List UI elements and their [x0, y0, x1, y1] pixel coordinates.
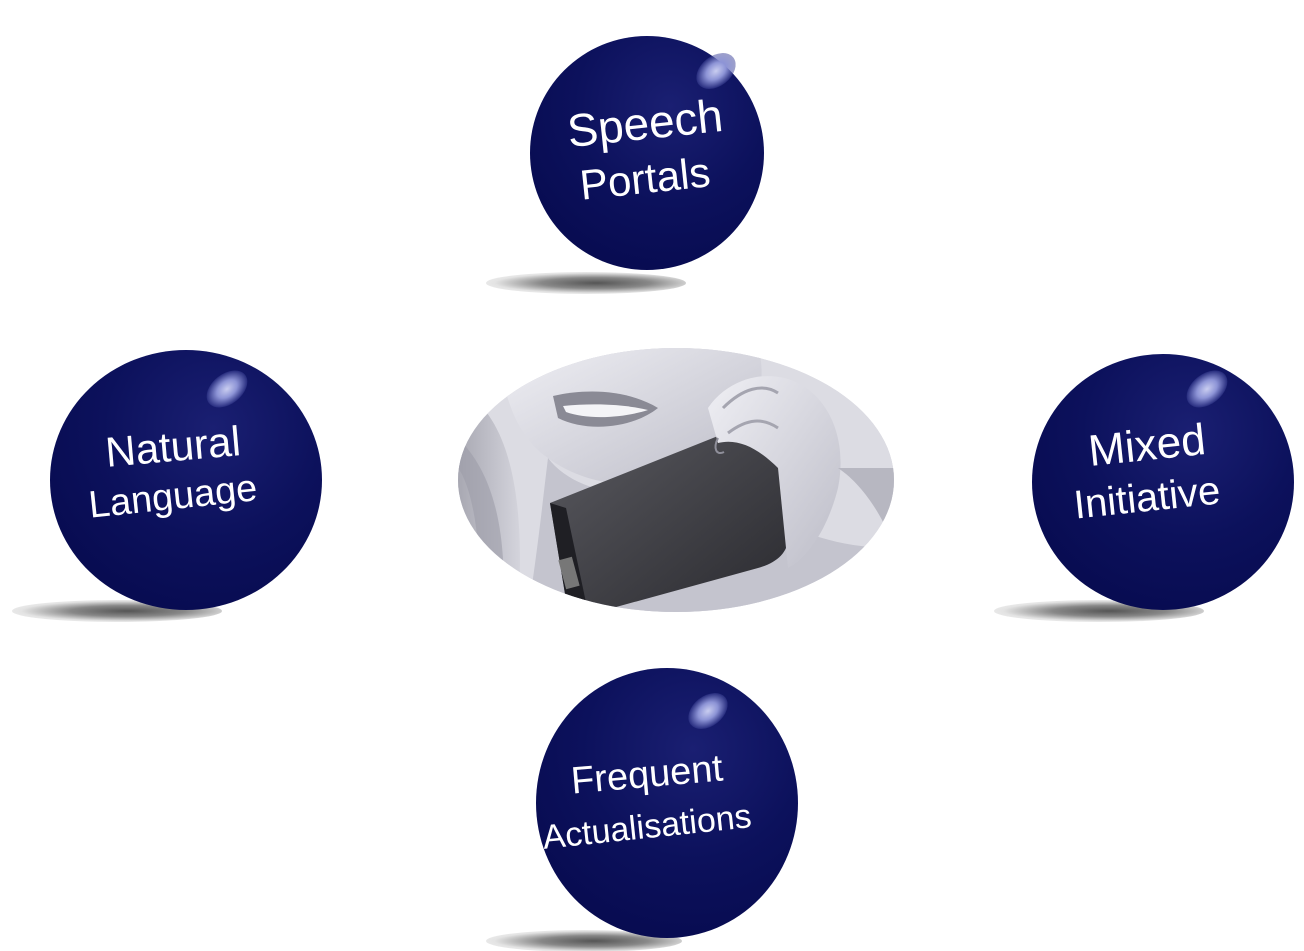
node-shadow — [486, 272, 686, 294]
node-natural-language: Natural Language — [8, 350, 338, 630]
center-photo — [458, 348, 894, 612]
woman-on-phone-image — [458, 348, 894, 612]
node-frequent-actualisations: Frequent Actualisations — [482, 668, 812, 951]
node-mixed-initiative: Mixed Initiative — [990, 354, 1304, 630]
node-speech-portals: Speech Portals — [480, 36, 810, 298]
